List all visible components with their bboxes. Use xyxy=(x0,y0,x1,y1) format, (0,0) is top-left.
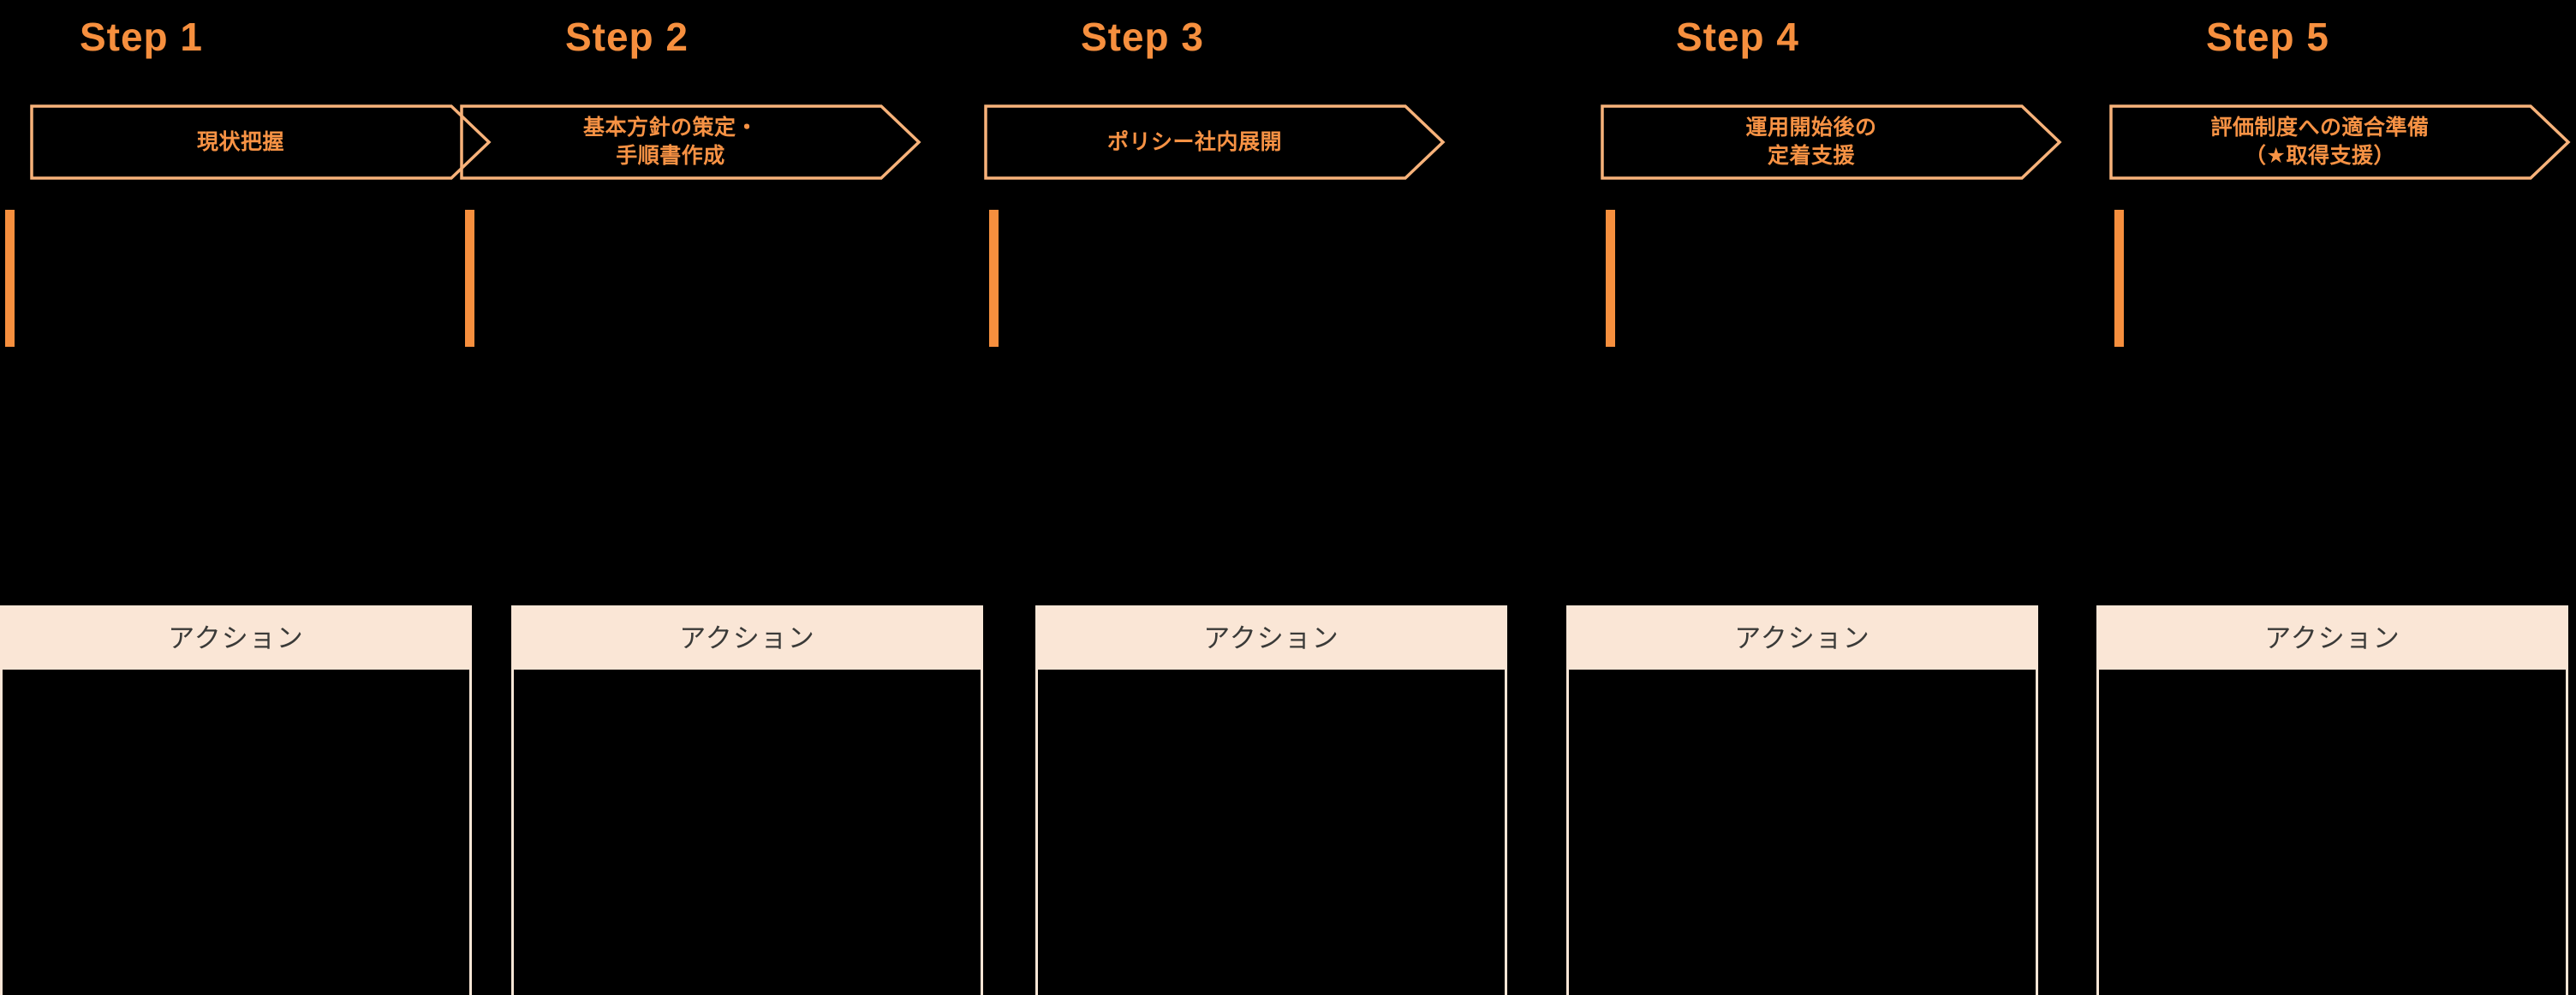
step-chevron-2[interactable]: 基本方針の策定・ 手順書作成 xyxy=(460,104,922,180)
step-title-1: Step 1 xyxy=(79,15,204,59)
action-card-5[interactable]: アクション xyxy=(2096,605,2568,995)
step-chevron-label-3: ポリシー社内展開 xyxy=(1106,129,1282,154)
step-column-4: Step 4 運用開始後の 定着支援 アクション xyxy=(1566,0,2062,995)
step-title-5: Step 5 xyxy=(2205,15,2330,59)
action-card-4[interactable]: アクション xyxy=(1566,605,2038,995)
step-connector-bar-4 xyxy=(1606,210,1615,347)
step-title-2: Step 2 xyxy=(564,15,689,59)
action-body-2 xyxy=(514,670,981,995)
action-header-4: アクション xyxy=(1569,608,2036,670)
step-column-1: Step 1 現状把握 アクション xyxy=(0,0,492,995)
step-chevron-4[interactable]: 運用開始後の 定着支援 xyxy=(1601,104,2063,180)
action-card-1[interactable]: アクション xyxy=(0,605,472,995)
step-chevron-label-4: 運用開始後の 定着支援 xyxy=(1745,116,1877,168)
step-connector-bar-2 xyxy=(465,210,474,347)
action-header-1: アクション xyxy=(3,608,469,670)
step-connector-bar-5 xyxy=(2114,210,2124,347)
action-body-4 xyxy=(1569,670,2036,995)
action-card-3[interactable]: アクション xyxy=(1035,605,1507,995)
action-card-2[interactable]: アクション xyxy=(511,605,983,995)
step-title-3: Step 3 xyxy=(1080,15,1205,59)
step-connector-bar-1 xyxy=(5,210,15,347)
step-title-4: Step 4 xyxy=(1675,15,1800,59)
step-chevron-label-1: 現状把握 xyxy=(196,129,284,154)
step-chevron-label-2: 基本方針の策定・ 手順書作成 xyxy=(582,116,758,168)
action-header-3: アクション xyxy=(1038,608,1505,670)
step-chevron-5[interactable]: 評価制度への適合準備 （★取得支援） xyxy=(2109,104,2572,180)
step-column-3: Step 3 ポリシー社内展開 アクション xyxy=(984,0,1515,995)
step-chevron-1[interactable]: 現状把握 xyxy=(30,104,492,180)
step-chevron-3[interactable]: ポリシー社内展開 xyxy=(984,104,1446,180)
action-header-2: アクション xyxy=(514,608,981,670)
step-connector-bar-3 xyxy=(989,210,999,347)
action-body-1 xyxy=(3,670,469,995)
action-header-5: アクション xyxy=(2099,608,2566,670)
action-body-3 xyxy=(1038,670,1505,995)
step-chevron-label-5: 評価制度への適合準備 （★取得支援） xyxy=(2210,116,2430,168)
step-column-2: Step 2 基本方針の策定・ 手順書作成 アクション xyxy=(460,0,991,995)
action-body-5 xyxy=(2099,670,2566,995)
step-column-5: Step 5 評価制度への適合準備 （★取得支援） アクション xyxy=(2096,0,2576,995)
